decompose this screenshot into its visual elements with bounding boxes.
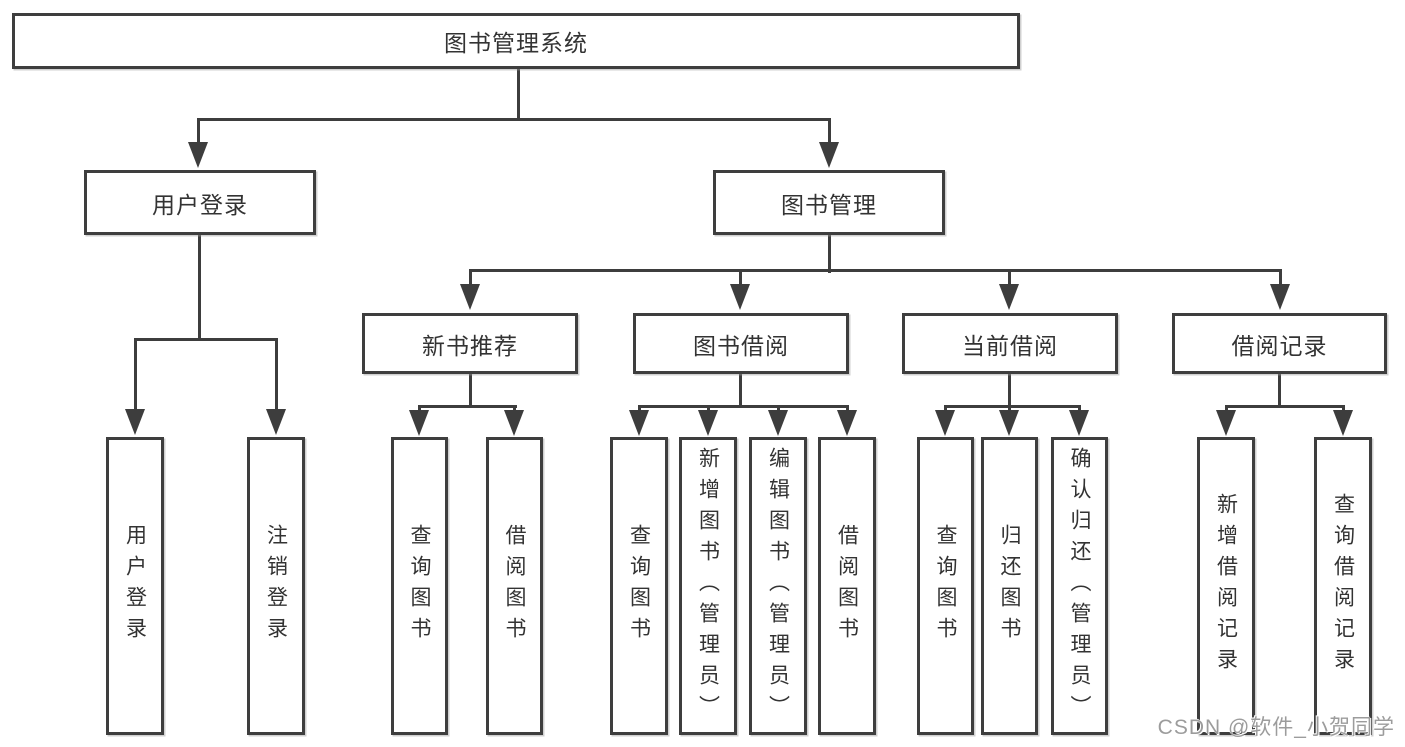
- leaf-add-borrow-record-label: 新增借阅记录: [1214, 493, 1238, 679]
- arrow-shaft: [777, 405, 780, 412]
- connector-book-borrowing-bar: [638, 405, 849, 408]
- arrow-down-icon: [409, 410, 429, 436]
- watermark: CSDN @软件_小贺同学: [1157, 716, 1395, 739]
- arrow-shaft: [469, 269, 472, 285]
- node-book-management-label: 图书管理: [781, 191, 877, 218]
- arrow-down-icon: [698, 410, 718, 436]
- leaf-logout-label: 注销登录: [264, 524, 288, 648]
- leaf-add-books-admin: 新增图书（管理员）: [679, 437, 737, 735]
- node-new-book-recommend-label: 新书推荐: [422, 332, 518, 359]
- node-new-book-recommend: 新书推荐: [362, 313, 578, 374]
- arrow-shaft: [1078, 405, 1081, 412]
- leaf-borrow-books-2-label: 借阅图书: [835, 524, 859, 648]
- leaf-query-books-2: 查询图书: [610, 437, 668, 735]
- connector-new-book-bar: [418, 405, 517, 408]
- connector-root-bar: [197, 118, 831, 121]
- node-user-login: 用户登录: [84, 170, 316, 235]
- node-borrowing-records-label: 借阅记录: [1231, 332, 1328, 359]
- arrow-shaft: [513, 405, 516, 412]
- leaf-query-borrow-record: 查询借阅记录: [1314, 437, 1372, 735]
- leaf-add-books-admin-label: 新增图书（管理员）: [696, 446, 720, 726]
- arrow-down-icon: [768, 410, 788, 436]
- arrow-down-icon: [266, 409, 286, 435]
- node-root-label: 图书管理系统: [444, 30, 588, 56]
- arrow-down-icon: [999, 284, 1019, 310]
- connector-current-borrowing-stub: [1008, 371, 1011, 408]
- leaf-user-login: 用户登录: [106, 437, 164, 735]
- connector-new-book-stub: [469, 371, 472, 408]
- arrow-shaft: [739, 269, 742, 285]
- arrow-shaft: [197, 118, 200, 144]
- node-book-management: 图书管理: [713, 170, 945, 235]
- arrow-down-icon: [819, 142, 839, 168]
- leaf-edit-books-admin: 编辑图书（管理员）: [749, 437, 807, 735]
- arrow-shaft: [846, 405, 849, 412]
- arrow-shaft: [1008, 269, 1011, 285]
- arrow-shaft: [828, 118, 831, 144]
- leaf-confirm-return-admin-label: 确认归还（管理员）: [1068, 446, 1092, 726]
- node-user-login-label: 用户登录: [152, 191, 248, 218]
- connector-root-stub: [517, 66, 520, 120]
- arrow-shaft: [1342, 405, 1345, 412]
- leaf-confirm-return-admin: 确认归还（管理员）: [1051, 437, 1108, 735]
- arrow-shaft: [1225, 405, 1228, 412]
- node-book-borrowing: 图书借阅: [633, 313, 849, 374]
- connector-user-login-stub: [198, 233, 201, 341]
- arrow-shaft: [275, 338, 278, 410]
- arrow-shaft: [1279, 269, 1282, 285]
- arrow-down-icon: [504, 410, 524, 436]
- leaf-query-books-1-label: 查询图书: [408, 524, 432, 648]
- connector-book-management-bar: [469, 269, 1282, 272]
- arrow-down-icon: [1216, 410, 1236, 436]
- leaf-return-books-label: 归还图书: [998, 524, 1022, 648]
- arrow-down-icon: [1333, 410, 1353, 436]
- arrow-shaft: [638, 405, 641, 412]
- arrow-down-icon: [125, 409, 145, 435]
- leaf-query-books-3: 查询图书: [917, 437, 974, 735]
- connector-current-borrowing-bar: [944, 405, 1081, 408]
- leaf-query-borrow-record-label: 查询借阅记录: [1331, 493, 1355, 679]
- arrow-down-icon: [188, 142, 208, 168]
- arrow-down-icon: [629, 410, 649, 436]
- leaf-query-books-1: 查询图书: [391, 437, 448, 735]
- leaf-user-login-label: 用户登录: [123, 524, 147, 648]
- arrow-down-icon: [730, 284, 750, 310]
- arrow-down-icon: [999, 410, 1019, 436]
- connector-user-login-bar: [134, 338, 278, 341]
- node-current-borrowing-label: 当前借阅: [962, 332, 1058, 359]
- arrow-shaft: [418, 405, 421, 412]
- arrow-down-icon: [1069, 410, 1089, 436]
- arrow-shaft: [134, 338, 137, 410]
- connector-book-management-stub: [828, 233, 831, 273]
- arrow-shaft: [944, 405, 947, 412]
- leaf-borrow-books-1: 借阅图书: [486, 437, 543, 735]
- arrow-down-icon: [837, 410, 857, 436]
- node-book-borrowing-label: 图书借阅: [693, 332, 789, 359]
- connector-book-borrowing-stub: [739, 371, 742, 408]
- arrow-shaft: [1008, 405, 1011, 412]
- node-current-borrowing: 当前借阅: [902, 313, 1118, 374]
- leaf-borrow-books-1-label: 借阅图书: [503, 524, 527, 648]
- node-borrowing-records: 借阅记录: [1172, 313, 1387, 374]
- arrow-down-icon: [460, 284, 480, 310]
- arrow-shaft: [707, 405, 710, 412]
- leaf-query-books-3-label: 查询图书: [934, 524, 958, 648]
- leaf-logout: 注销登录: [247, 437, 305, 735]
- leaf-edit-books-admin-label: 编辑图书（管理员）: [766, 446, 790, 726]
- leaf-query-books-2-label: 查询图书: [627, 524, 651, 648]
- connector-borrowing-records-bar: [1225, 405, 1345, 408]
- arrow-down-icon: [1270, 284, 1290, 310]
- node-root: 图书管理系统: [12, 13, 1020, 69]
- leaf-borrow-books-2: 借阅图书: [818, 437, 876, 735]
- connector-borrowing-records-stub: [1278, 371, 1281, 408]
- arrow-down-icon: [935, 410, 955, 436]
- leaf-add-borrow-record: 新增借阅记录: [1197, 437, 1255, 735]
- leaf-return-books: 归还图书: [981, 437, 1038, 735]
